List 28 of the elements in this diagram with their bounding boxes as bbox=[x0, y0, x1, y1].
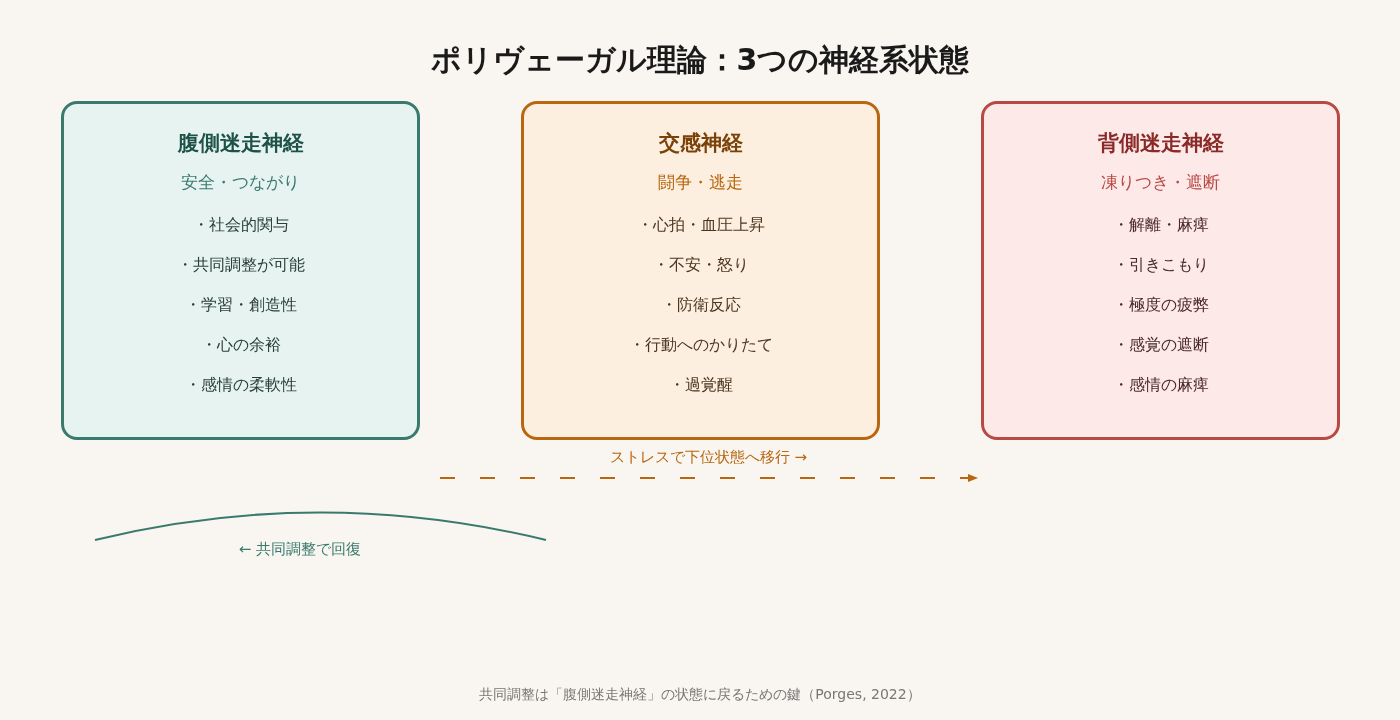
list-item: ・心拍・血圧上昇 bbox=[635, 215, 766, 236]
list-item: ・心の余裕 bbox=[199, 335, 282, 356]
list-item: ・感情の麻痺 bbox=[1111, 375, 1210, 396]
dashed-arrow bbox=[439, 474, 978, 482]
list-item: ・極度の疲弊 bbox=[1111, 295, 1210, 316]
state-box bbox=[981, 101, 1340, 440]
state-box bbox=[61, 101, 420, 440]
box-subtitle: 凍りつき・遮断 bbox=[1100, 171, 1221, 194]
list-item: ・感情の柔軟性 bbox=[183, 375, 298, 396]
caption: 共同調整は「腹側迷走神経」の状態に戻るための鍵（Porges, 2022） bbox=[478, 686, 922, 704]
box-title: 交感神経 bbox=[657, 130, 744, 157]
box-subtitle: 安全・つながり bbox=[180, 171, 301, 194]
arc-label: ← 共同調整で回復 bbox=[238, 540, 362, 559]
list-item: ・共同調整が可能 bbox=[175, 255, 306, 276]
box-title: 背側迷走神経 bbox=[1096, 130, 1225, 157]
list-item: ・感覚の遮断 bbox=[1111, 335, 1210, 356]
diagram-title: ポリヴェーガル理論：3つの神経系状態 bbox=[429, 41, 971, 79]
list-item: ・学習・創造性 bbox=[183, 295, 298, 316]
box-title: 腹側迷走神経 bbox=[176, 130, 305, 157]
list-item: ・社会的関与 bbox=[191, 215, 290, 236]
list-item: ・解離・麻痺 bbox=[1111, 215, 1210, 236]
state-box bbox=[521, 101, 880, 440]
list-item: ・過覚醒 bbox=[667, 375, 734, 396]
list-item: ・引きこもり bbox=[1111, 255, 1210, 276]
list-item: ・防衛反応 bbox=[659, 295, 742, 316]
list-item: ・行動へのかりたて bbox=[627, 335, 774, 356]
box-subtitle: 闘争・逃走 bbox=[657, 171, 744, 194]
list-item: ・不安・怒り bbox=[651, 255, 750, 276]
